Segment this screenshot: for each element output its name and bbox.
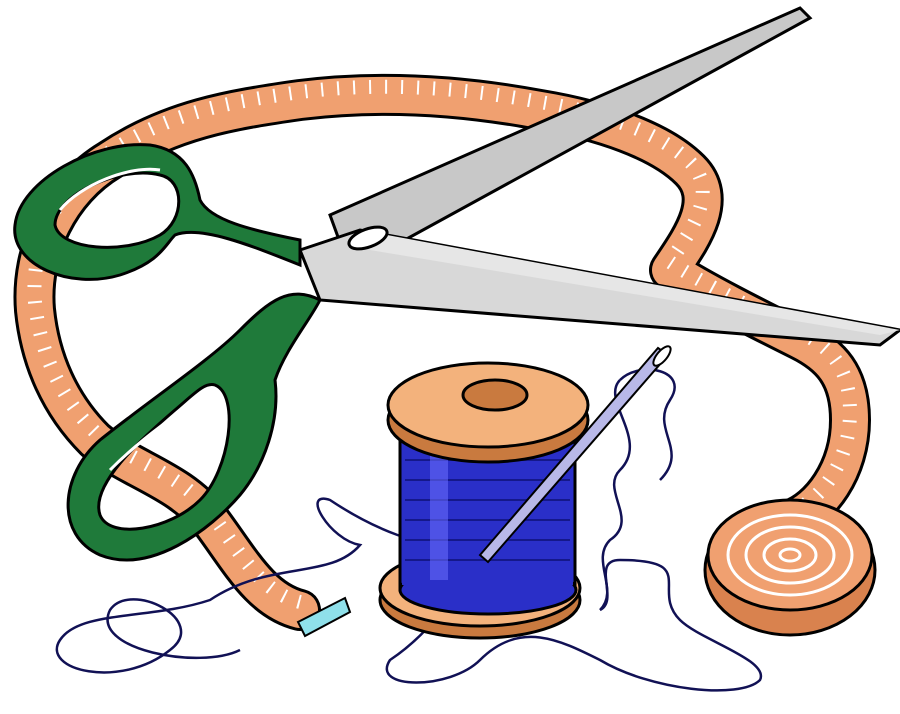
thread-spool-icon — [378, 361, 590, 640]
scissors-pivot — [347, 225, 389, 251]
spool-hole — [461, 378, 529, 412]
scissors-handle-upper — [13, 143, 302, 281]
needle-icon — [478, 345, 672, 564]
scissors-icon — [13, 6, 900, 562]
tape-roll-icon — [703, 498, 877, 637]
scissors-blade-upper — [328, 6, 813, 273]
scissors-handle-lower — [66, 292, 323, 562]
tape-end-tab — [296, 596, 352, 638]
